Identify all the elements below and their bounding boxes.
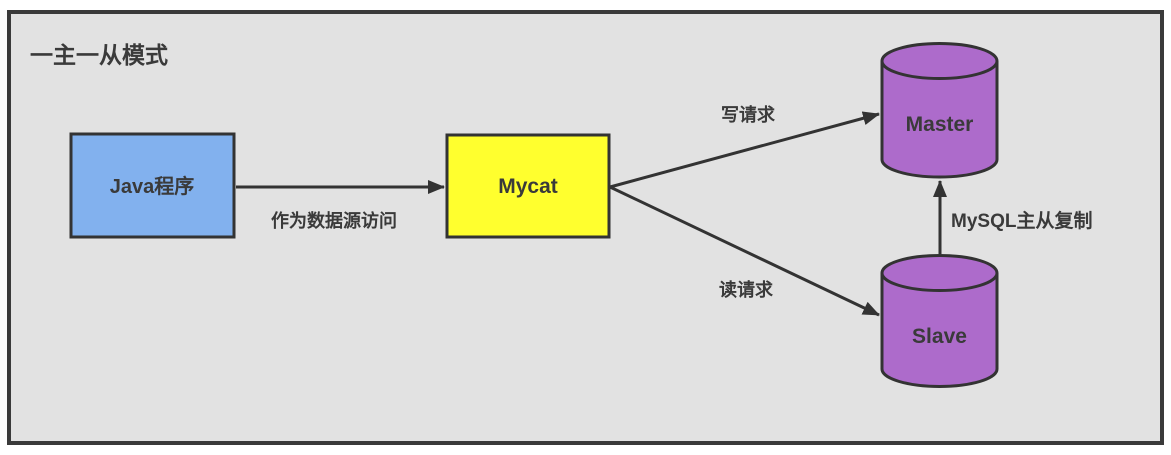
node-master-db: Master	[880, 42, 999, 179]
node-mycat: Mycat	[445, 133, 611, 239]
edge-mycat-to-slave: 读请求	[609, 185, 880, 317]
edge-slave-to-master: MySQL主从复制	[933, 180, 1092, 254]
edge-label-java-to-mycat: 作为数据源访问	[271, 210, 397, 231]
java-program-box	[69, 132, 236, 239]
edge-mycat-to-master: 写请求	[609, 104, 880, 189]
mycat-label: Mycat	[498, 175, 558, 198]
slave-label: Slave	[912, 325, 967, 348]
edge-java-to-mycat: 作为数据源访问	[236, 180, 445, 231]
edge-line-mycat-to-master	[609, 111, 880, 189]
node-slave-db: Slave	[880, 254, 999, 388]
edge-line-mycat-to-slave	[609, 185, 880, 317]
java-program-label: Java程序	[110, 174, 195, 198]
edge-label-mycat-to-slave: 读请求	[719, 279, 774, 300]
master-label: Master	[906, 113, 974, 136]
diagram-title: 一主一从模式	[30, 42, 168, 68]
node-java-program: Java程序	[69, 132, 236, 239]
slave-cylinder-top	[880, 254, 999, 292]
edge-label-slave-to-master: MySQL主从复制	[951, 209, 1092, 232]
master-cylinder-top	[880, 42, 999, 80]
slave-cylinder-body	[880, 273, 999, 388]
mycat-box	[445, 133, 611, 239]
master-cylinder-body	[880, 61, 999, 179]
edge-label-mycat-to-master: 写请求	[721, 104, 776, 125]
